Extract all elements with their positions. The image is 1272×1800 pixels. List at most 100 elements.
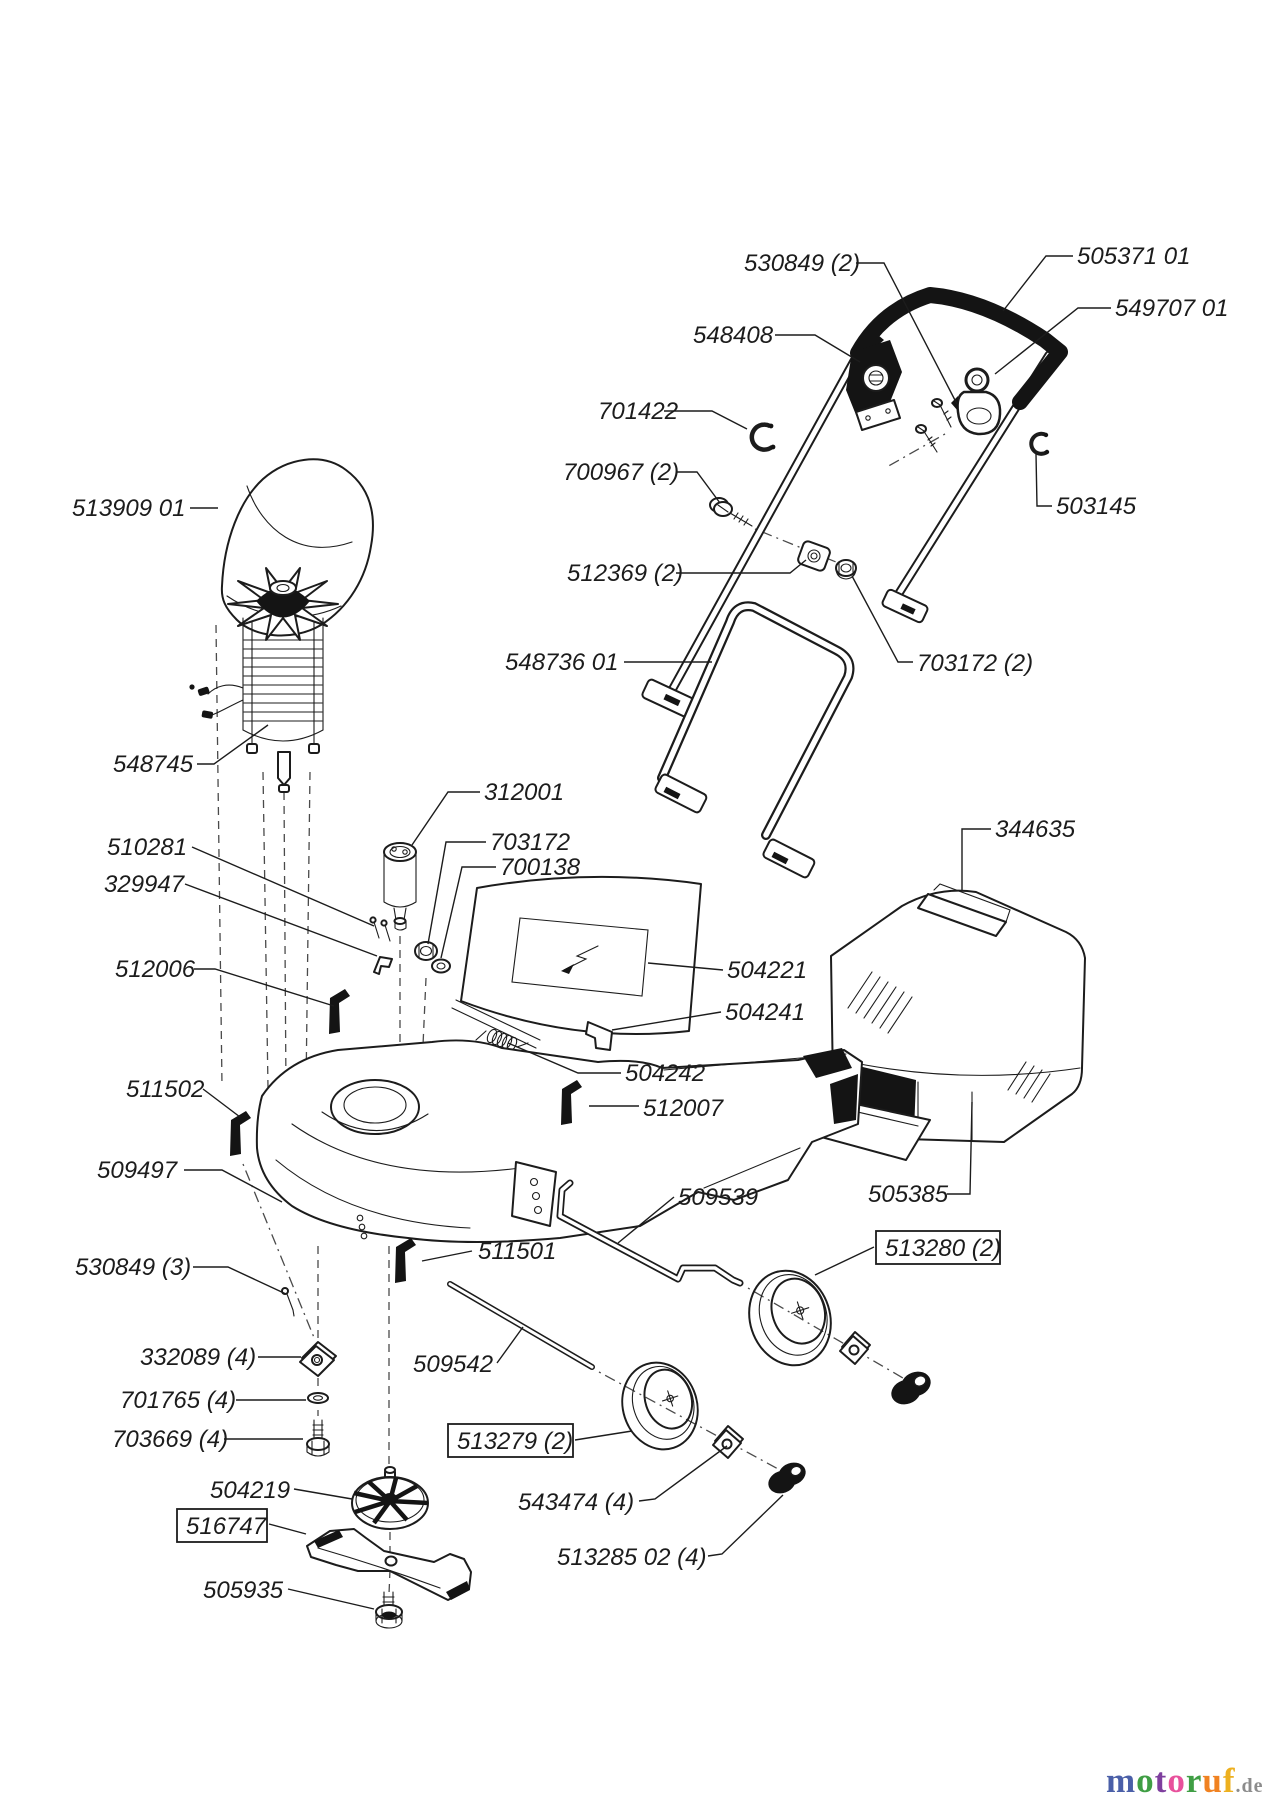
leader-312001	[411, 791, 480, 846]
leader-329947	[184, 883, 378, 957]
leader-513279-2	[574, 1430, 633, 1441]
leader-511501	[421, 1250, 473, 1262]
part-label-312001: 312001	[484, 779, 564, 806]
label-box-513279	[447, 1423, 574, 1458]
part-label-512007: 512007	[643, 1095, 725, 1122]
part-label-512006: 512006	[115, 956, 196, 983]
screws-530849-2-drawing	[915, 398, 952, 453]
handle-clamp-drawing	[846, 330, 902, 431]
leader-504241	[611, 1011, 722, 1031]
part-label-516747: 516747	[186, 1513, 268, 1540]
leader-513285-02-4	[707, 1494, 784, 1557]
label-boxes	[176, 1230, 1001, 1543]
impeller-504219-drawing	[351, 1466, 429, 1530]
screw-530849-3-drawing	[281, 1287, 295, 1317]
leader-513280-2	[814, 1246, 875, 1276]
leader-504219	[293, 1488, 353, 1500]
height-rod-509539-drawing	[556, 1179, 744, 1287]
leader-701422	[664, 410, 748, 430]
cable-guide-549707-drawing	[951, 367, 1002, 436]
leader-703172	[427, 841, 486, 945]
part-label-512369-2: 512369 (2)	[567, 560, 683, 587]
leader-503145	[1035, 453, 1052, 507]
leader-512369-2	[676, 559, 807, 574]
part-label-700138: 700138	[500, 854, 581, 881]
part-label-332089-4: 332089 (4)	[140, 1344, 256, 1371]
part-label-329947: 329947	[104, 871, 186, 898]
logo-letter-t[interactable]: t	[1155, 1761, 1168, 1800]
nut-703172-2-drawing	[835, 559, 857, 580]
motoruf-logo[interactable]: motoruf.de	[1106, 1761, 1263, 1800]
leader-504221	[647, 962, 724, 971]
c-clip-701422-drawing	[749, 422, 776, 452]
label-box-516747	[176, 1508, 268, 1543]
leader-505371-01	[1002, 255, 1073, 312]
leader-504242	[507, 1042, 621, 1074]
leader-703172-2	[851, 575, 913, 663]
part-label-513909-01: 513909 01	[72, 495, 185, 522]
part-label-548745: 548745	[113, 751, 194, 778]
leader-530849-2	[856, 262, 958, 405]
leader-509497	[184, 1169, 283, 1203]
part-label-503145: 503145	[1056, 493, 1137, 520]
part-label-703172: 703172	[490, 829, 570, 856]
front-wheel-513279-drawing	[621, 1361, 699, 1451]
hub-caps-513285-drawing	[768, 1371, 931, 1494]
lower-bail-drawing	[654, 601, 855, 879]
logo-suffix-de[interactable]: .de	[1235, 1775, 1263, 1797]
svg-text:motoruf.de: motoruf.de	[1106, 1761, 1263, 1800]
clip-512006-drawing	[329, 989, 350, 1034]
part-label-548736-01: 548736 01	[505, 649, 618, 676]
blade-hardware-drawing	[299, 1341, 337, 1457]
part-label-513285-02-4: 513285 02 (4)	[557, 1544, 706, 1571]
logo-letter-r[interactable]: r	[1186, 1761, 1203, 1800]
leader-lines	[184, 255, 1111, 1610]
leader-700967-2	[676, 471, 721, 504]
blade-bolt-505935-drawing	[375, 1591, 403, 1629]
leader-548408	[775, 334, 861, 363]
leader-510281	[191, 846, 375, 927]
part-label-700967-2: 700967 (2)	[563, 459, 679, 486]
capacitor-drawing	[383, 842, 417, 931]
part-label-513280-2: 513280 (2)	[885, 1235, 1001, 1262]
part-label-513279-2: 513279 (2)	[457, 1428, 573, 1455]
part-label-701422: 701422	[598, 398, 678, 425]
axle-nuts-543474-drawing	[712, 1331, 871, 1459]
deck-drawing	[255, 1039, 863, 1243]
label-box-513280	[875, 1230, 1001, 1265]
rear-wheel-513280-drawing	[748, 1269, 832, 1367]
leader-505935	[287, 1588, 375, 1610]
logo-letter-f[interactable]: f	[1223, 1761, 1236, 1800]
leader-549707-01	[994, 307, 1111, 375]
leader-548745	[197, 724, 269, 765]
part-label-549707-01: 549707 01	[1115, 295, 1228, 322]
part-label-504221: 504221	[727, 957, 807, 984]
part-label-505935: 505935	[203, 1577, 284, 1604]
motor-drawing	[189, 567, 339, 793]
part-label-504219: 504219	[210, 1477, 290, 1504]
clip-511502-drawing	[230, 1111, 251, 1156]
part-label-504242: 504242	[625, 1060, 705, 1087]
logo-letter-o1[interactable]: o	[1136, 1761, 1155, 1800]
leader-512006	[194, 968, 335, 1007]
part-label-510281: 510281	[107, 834, 187, 861]
part-label-543474-4: 543474 (4)	[518, 1489, 634, 1516]
leader-530849-3	[193, 1266, 287, 1295]
leader-509542	[496, 1326, 524, 1364]
part-label-548408: 548408	[693, 322, 774, 349]
part-label-509497: 509497	[97, 1157, 179, 1184]
logo-letter-o2[interactable]: o	[1167, 1761, 1186, 1800]
part-label-509542: 509542	[413, 1351, 493, 1378]
part-label-505371-01: 505371 01	[1077, 243, 1190, 270]
logo-letter-u[interactable]: u	[1202, 1761, 1222, 1800]
c-clip-503145-drawing	[1029, 431, 1050, 456]
part-label-703172-2: 703172 (2)	[917, 650, 1033, 677]
logo-letter-m[interactable]: m	[1106, 1761, 1136, 1800]
leader-516747	[268, 1523, 307, 1535]
part-label-344635: 344635	[995, 816, 1076, 843]
bolt-700967-drawing	[709, 497, 753, 527]
clip-329947-drawing	[373, 956, 393, 975]
part-label-511502: 511502	[126, 1076, 204, 1103]
part-label-505385: 505385	[868, 1181, 949, 1208]
